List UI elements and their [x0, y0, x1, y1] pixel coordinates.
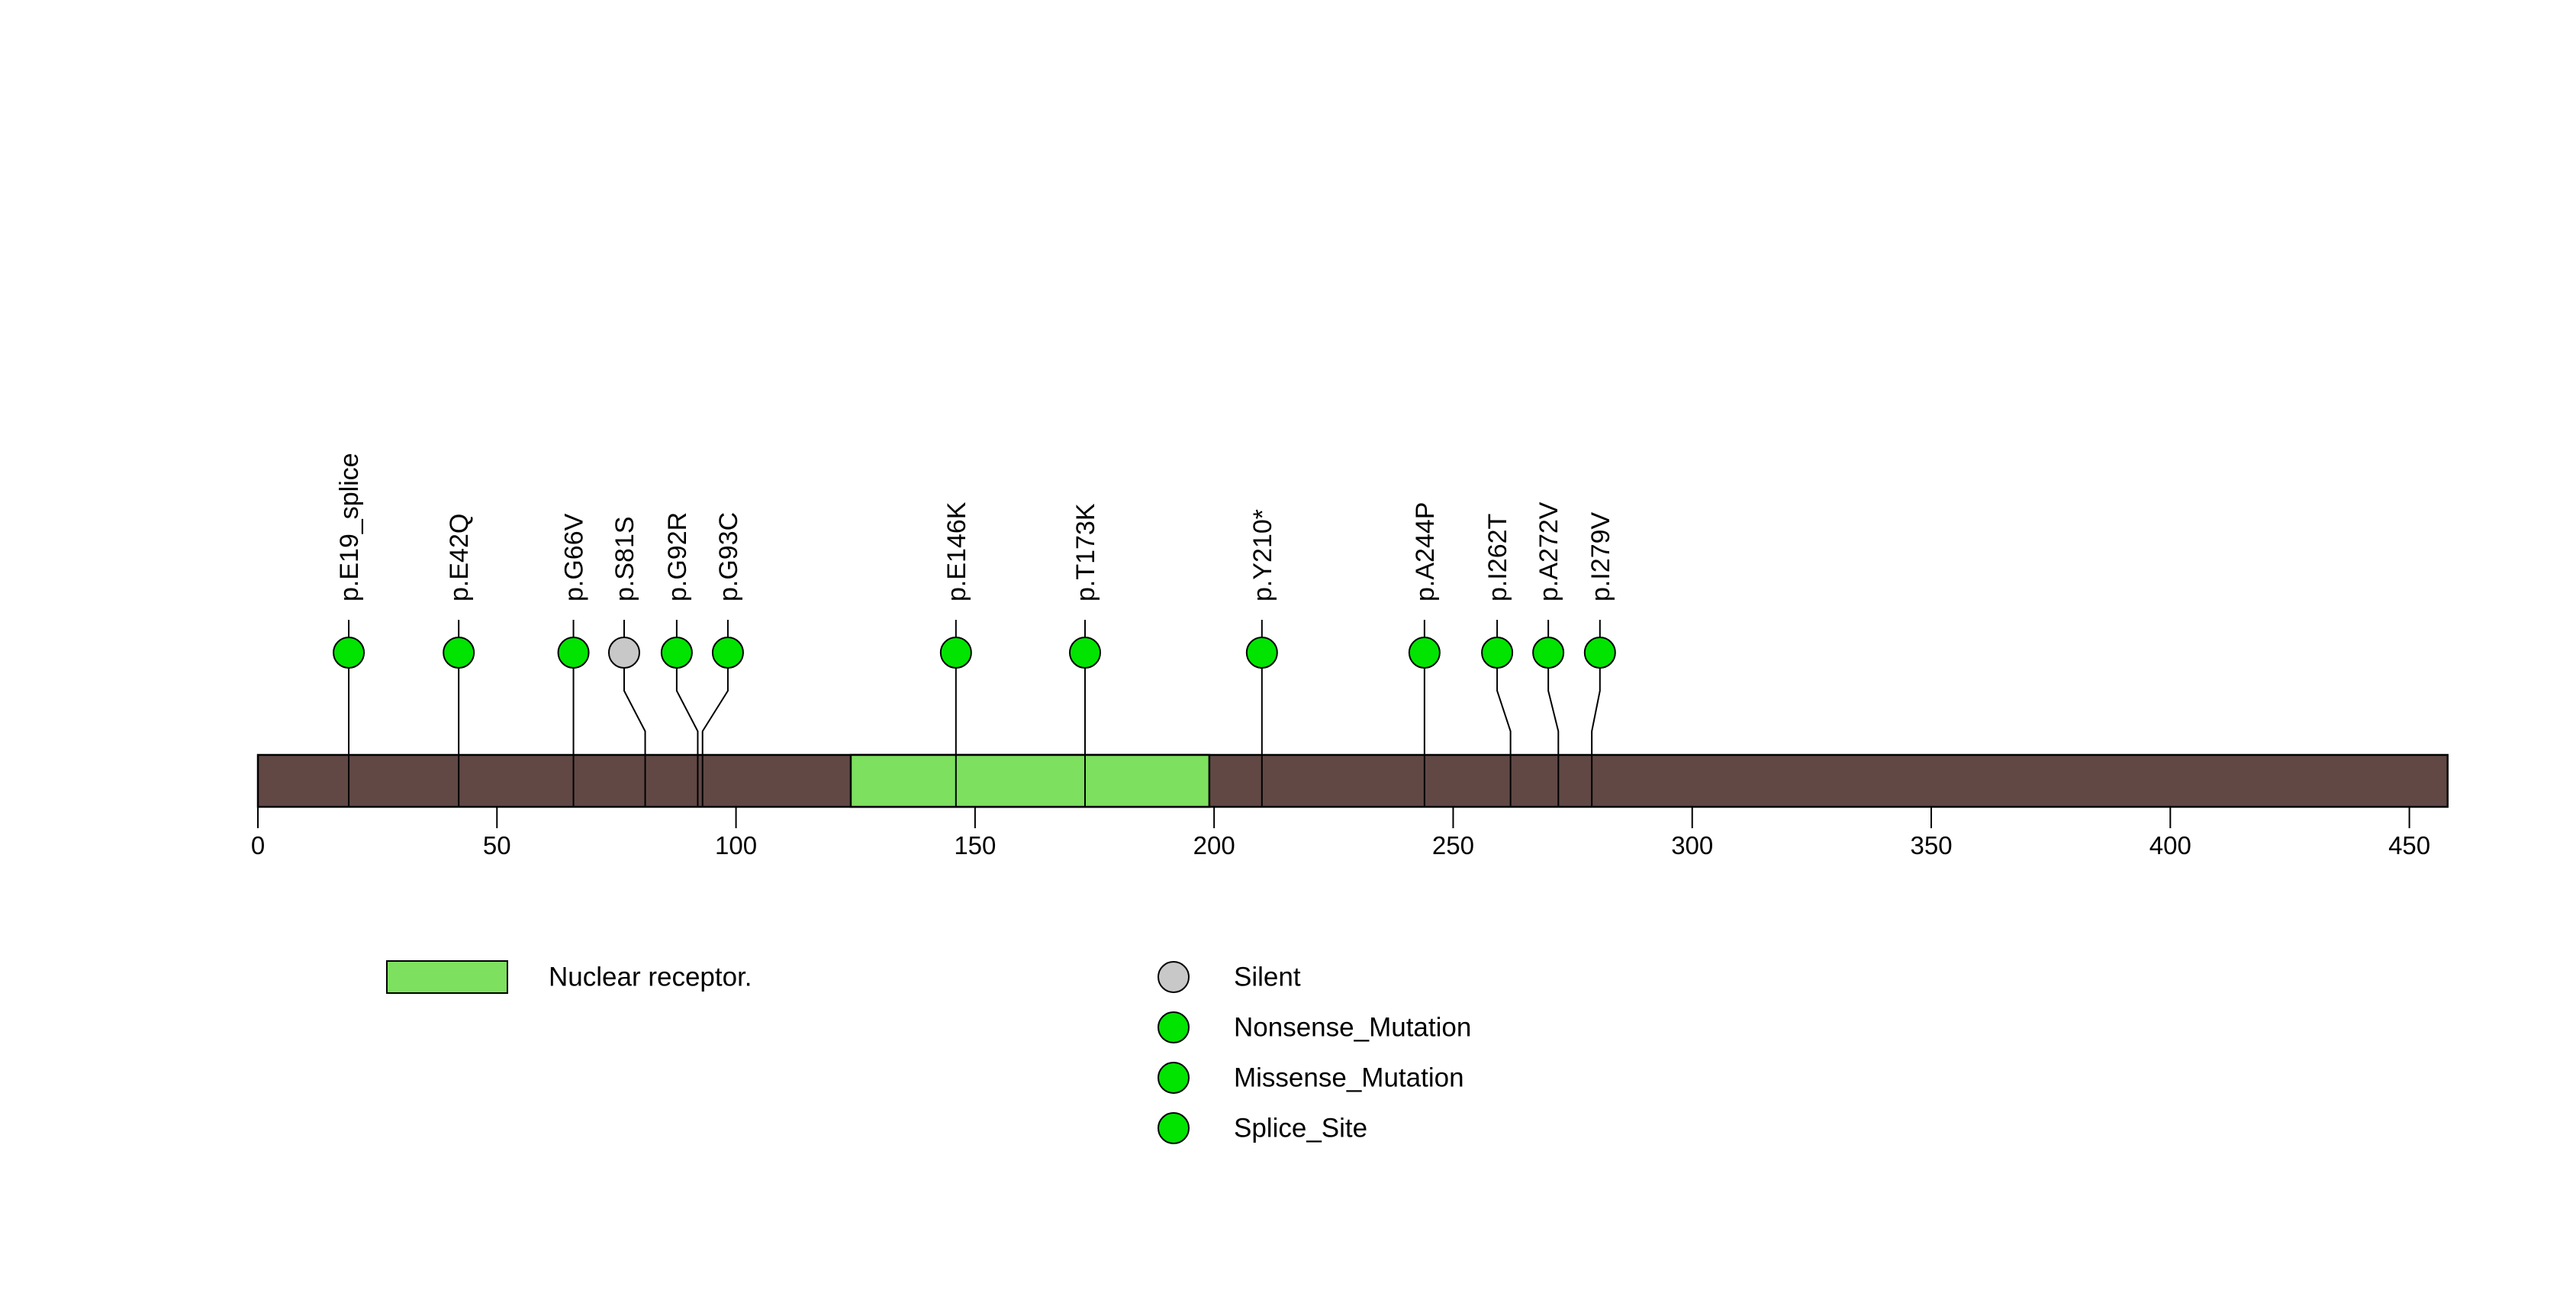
- axis-tick-label: 50: [483, 831, 511, 859]
- legend-type-swatch: [1158, 961, 1190, 993]
- domain-rect: [849, 753, 1211, 808]
- mutation-label: p.G92R: [663, 512, 692, 601]
- mutation-circle: [1481, 637, 1514, 669]
- protein-track: [256, 753, 2449, 808]
- mutation-circle: [711, 637, 744, 669]
- mutation-label: p.T173K: [1071, 503, 1100, 601]
- mutation-label: p.I262T: [1483, 514, 1512, 601]
- mutation-circle: [1245, 637, 1278, 669]
- mutation-label: p.I279V: [1586, 511, 1615, 601]
- legend-type-swatch: [1158, 1011, 1190, 1043]
- axis-tick-label: 400: [2149, 831, 2191, 859]
- legend-type-swatch: [1158, 1112, 1190, 1144]
- mutation-label: p.A272V: [1534, 501, 1563, 601]
- legend-type-label: Nonsense_Mutation: [1234, 1013, 1471, 1043]
- axis-tick-label: 100: [715, 831, 757, 859]
- legend-type-label: Missense_Mutation: [1234, 1063, 1464, 1093]
- legend-domain-label: Nuclear receptor.: [549, 963, 752, 992]
- axis-tick-label: 250: [1432, 831, 1474, 859]
- mutation-circle: [333, 637, 365, 669]
- axis-tick-label: 350: [1910, 831, 1952, 859]
- mutation-circle: [1068, 637, 1101, 669]
- mutation-circle: [1408, 637, 1441, 669]
- mutation-label: p.E19_splice: [335, 453, 364, 601]
- mutation-label: p.E42Q: [445, 514, 474, 601]
- mutation-circle: [939, 637, 972, 669]
- mutation-label: p.S81S: [610, 516, 639, 601]
- axis-tick-label: 200: [1193, 831, 1235, 859]
- legend-type-label: Silent: [1234, 963, 1301, 992]
- axis-tick-label: 0: [251, 831, 265, 859]
- legend-type-label: Splice_Site: [1234, 1114, 1367, 1143]
- mutation-circle: [660, 637, 693, 669]
- mutation-circle: [1532, 637, 1565, 669]
- axis-tick-label: 450: [2388, 831, 2430, 859]
- mutation-label: p.A244P: [1411, 502, 1440, 601]
- legend-type-swatch: [1158, 1062, 1190, 1094]
- mutation-circle: [443, 637, 475, 669]
- mutation-circle: [1583, 637, 1616, 669]
- axis-tick-label: 150: [954, 831, 996, 859]
- legend-domain-swatch: [386, 960, 508, 994]
- mutation-label: p.G93C: [714, 512, 743, 601]
- axis-tick-label: 300: [1671, 831, 1713, 859]
- mutation-circle: [607, 637, 640, 669]
- mutation-label: p.Y210*: [1248, 509, 1277, 601]
- mutation-label: p.E146K: [942, 501, 971, 601]
- mutation-label: p.G66V: [560, 513, 589, 601]
- mutation-circle: [557, 637, 590, 669]
